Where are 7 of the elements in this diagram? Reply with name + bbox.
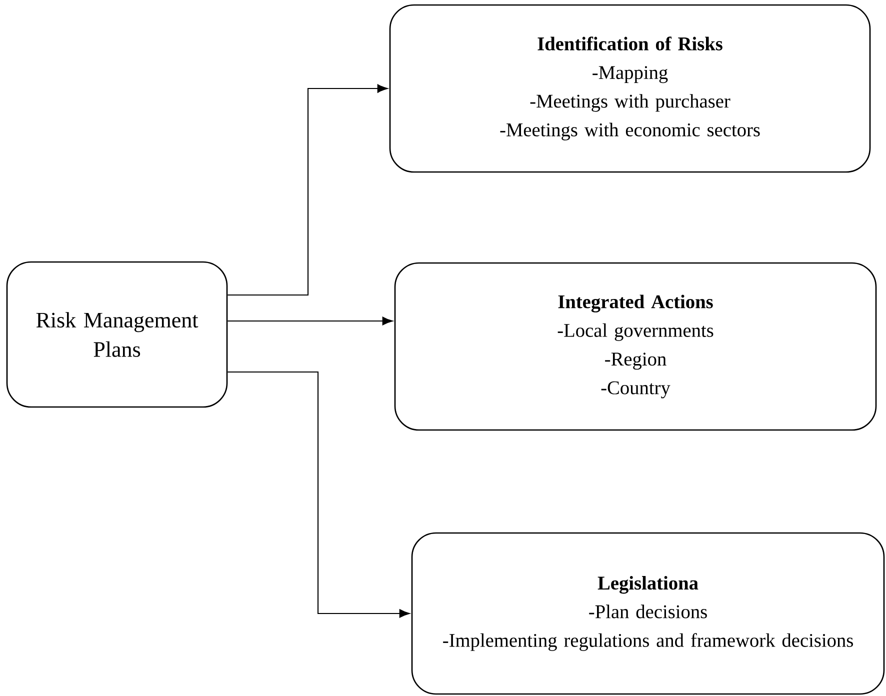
start-box: Risk Management Plans [6, 261, 228, 408]
arrow [228, 371, 410, 618]
text-box: Integrated Actions -Local governments -Region -Country [394, 262, 877, 431]
arrow [228, 84, 388, 296]
text-box: Legislationa -Plan decisions -Implementing regulations and framework decisions [411, 532, 885, 695]
text-box: Identification of Risks -Mapping -Meetings with purchaser -Meetings with economic sectors [389, 4, 871, 173]
arrow [228, 316, 393, 326]
